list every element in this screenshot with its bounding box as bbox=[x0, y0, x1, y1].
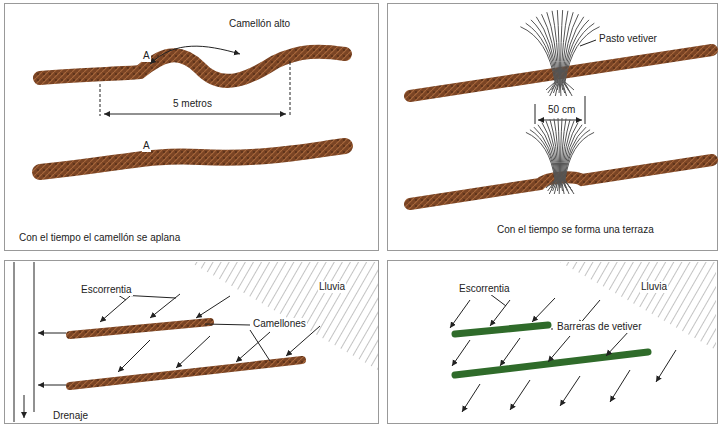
grass-blade bbox=[552, 11, 559, 82]
root bbox=[565, 180, 574, 194]
ridge-illustration bbox=[40, 46, 345, 172]
root bbox=[555, 82, 558, 96]
part-label: Escorrentia bbox=[80, 284, 133, 296]
root bbox=[557, 82, 559, 90]
grass-blade bbox=[557, 10, 559, 82]
grass-blade bbox=[558, 118, 560, 180]
part-label: Camellón alto bbox=[228, 18, 291, 30]
grass-blade bbox=[550, 119, 559, 180]
grass-blade bbox=[554, 119, 559, 180]
vetiver-barriers-illustration bbox=[450, 262, 716, 412]
caption-note: Con el tiempo el camellón se aplana bbox=[18, 232, 181, 244]
grass-blade bbox=[565, 27, 600, 82]
root bbox=[564, 82, 572, 96]
part-label: Camellones bbox=[252, 318, 307, 330]
part-label: Pasto vetiver bbox=[598, 33, 658, 45]
root bbox=[559, 180, 561, 194]
part-label: Drenaje bbox=[52, 410, 89, 422]
runoff-ridges-illustration bbox=[14, 262, 378, 422]
grass-blade bbox=[564, 20, 589, 82]
part-label: 5 metros bbox=[172, 98, 213, 110]
root bbox=[565, 82, 574, 90]
grass-blade bbox=[565, 132, 594, 180]
part-label: 50 cm bbox=[547, 104, 576, 116]
panel-frame bbox=[5, 4, 718, 424]
vetiver-illustration bbox=[410, 10, 712, 204]
part-label: A bbox=[142, 140, 151, 152]
part-label: Escorrentia bbox=[458, 283, 511, 295]
root bbox=[554, 180, 558, 194]
caption-note: Con el tiempo se forma una terraza bbox=[496, 224, 655, 236]
part-label: Barreras de vetiver bbox=[556, 321, 642, 333]
part-label: A bbox=[142, 50, 151, 62]
part-label: Lluvia bbox=[318, 281, 346, 293]
part-label: Lluvia bbox=[640, 281, 668, 293]
